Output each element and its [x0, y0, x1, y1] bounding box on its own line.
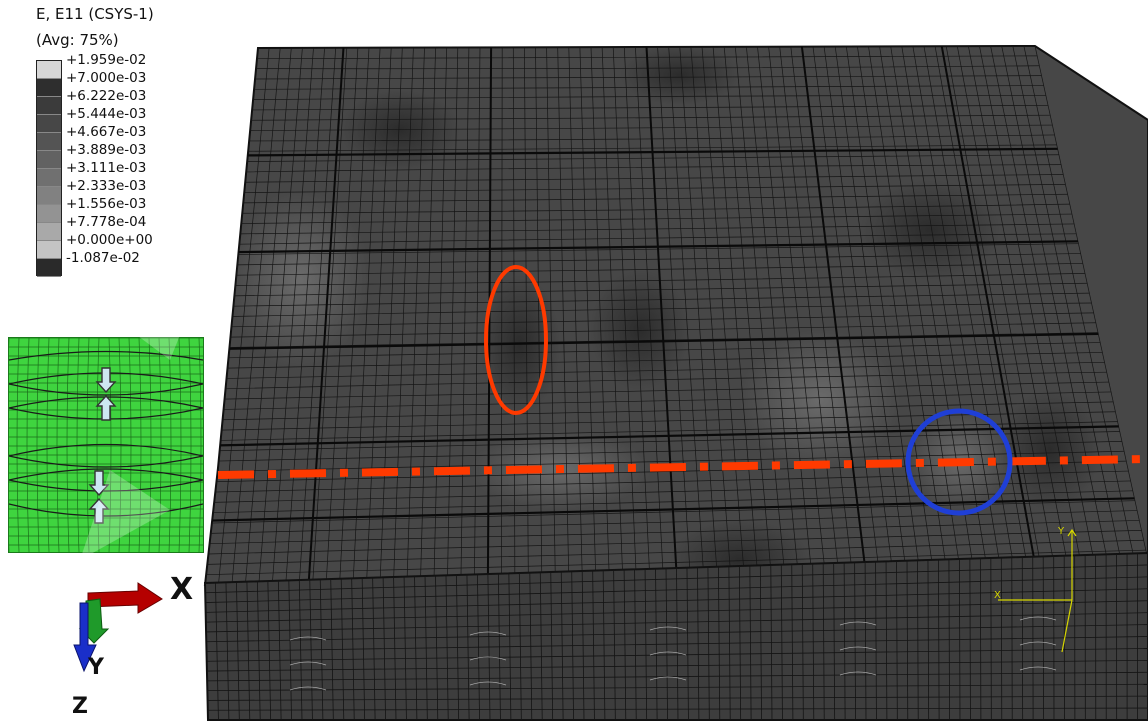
legend-swatch: [37, 241, 61, 259]
triad-y-label: Y: [88, 655, 104, 680]
legend-swatch: [37, 133, 61, 151]
legend-value-label: +2.333e-03: [66, 178, 147, 194]
deformation-inset: [8, 337, 204, 553]
legend-color-bar: [36, 60, 62, 277]
local-triad-y-label: Y: [1057, 526, 1065, 537]
legend-value-label: +7.000e-03: [66, 70, 147, 86]
legend-swatch: [37, 97, 61, 115]
legend-value-label: +1.959e-02: [66, 52, 147, 68]
legend-swatch: [37, 259, 61, 277]
highlight-circle-blue: [905, 408, 1013, 516]
legend-value-label: +0.000e+00: [66, 232, 153, 248]
legend-value-label: +3.111e-03: [66, 160, 147, 176]
legend-value-label: -1.087e-02: [66, 250, 140, 266]
legend-value-label: +1.556e-03: [66, 196, 147, 212]
z-axis-arrow-icon: [73, 602, 97, 673]
legend-swatch: [37, 187, 61, 205]
centerline-dash-dot: [217, 455, 1148, 479]
legend-swatch: [37, 223, 61, 241]
legend-title: E, E11 (CSYS-1): [36, 5, 154, 23]
legend-swatch: [37, 79, 61, 97]
legend-value-label: +3.889e-03: [66, 142, 147, 158]
global-triad: [73, 582, 163, 673]
legend-swatch: [37, 61, 61, 79]
legend-swatch: [37, 169, 61, 187]
legend-value-label: +7.778e-04: [66, 214, 147, 230]
triad-z-label: Z: [72, 694, 88, 719]
mesh-top-shading: [205, 46, 1148, 585]
legend-swatch: [37, 151, 61, 169]
legend-value-label: +6.222e-03: [66, 88, 147, 104]
compression-arrows-icon: [88, 367, 117, 524]
legend-subtitle: (Avg: 75%): [36, 31, 119, 49]
local-triad-x-label: X: [994, 590, 1001, 601]
legend-swatch: [37, 115, 61, 133]
inset-mesh: [9, 338, 203, 552]
local-csys-triad: [998, 528, 1077, 653]
legend-value-label: +4.667e-03: [66, 124, 147, 140]
triad-x-label: X: [170, 572, 194, 607]
highlight-ellipse-red: [484, 265, 548, 415]
legend-swatch: [37, 205, 61, 223]
legend-value-label: +5.444e-03: [66, 106, 147, 122]
mesh-side-grid: [205, 553, 1148, 720]
